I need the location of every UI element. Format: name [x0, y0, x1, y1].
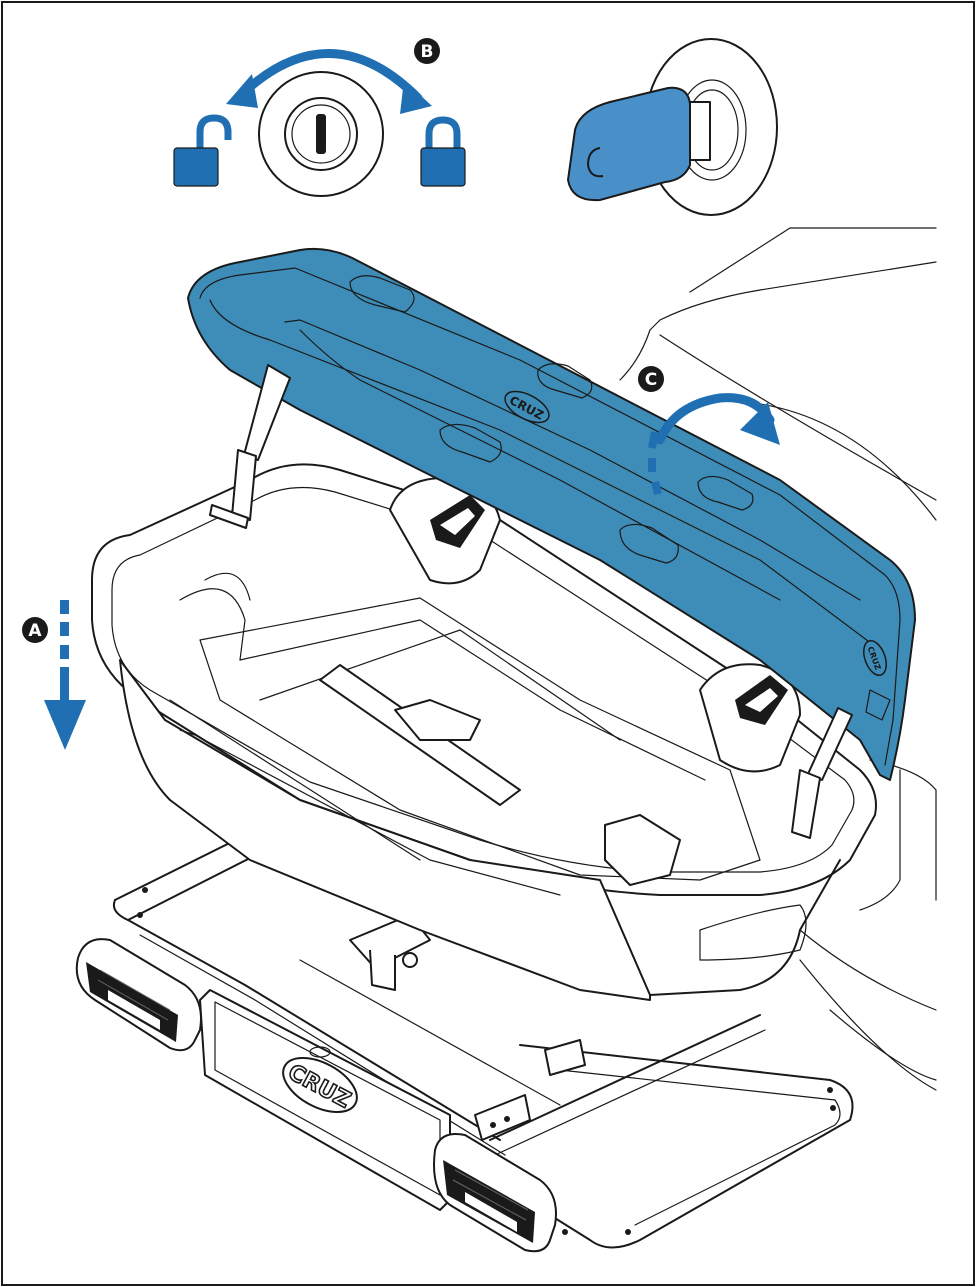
tail-light-left	[75, 938, 202, 1052]
label-b: B	[421, 42, 434, 62]
key-hole	[586, 147, 604, 178]
label-a-badge	[22, 617, 48, 643]
lock-cylinder-inner	[291, 104, 351, 164]
lid-strut-right	[791, 707, 853, 839]
lid-shell	[187, 247, 916, 781]
side-logo-badge	[863, 639, 887, 677]
arrow-head-left-icon	[226, 74, 258, 108]
arrow-head-right-icon	[400, 80, 432, 114]
plate-logo-badge	[282, 1056, 358, 1114]
push-down-arrow-icon	[44, 600, 86, 750]
label-a: A	[28, 621, 42, 641]
license-plate-panel: CRUZ	[199, 989, 451, 1211]
key-insert-detail	[566, 38, 778, 216]
label-c-badge	[638, 366, 664, 392]
lid-strut-left	[209, 364, 291, 529]
latch-right	[735, 675, 788, 725]
label-c: C	[645, 370, 657, 390]
tail-light-right	[433, 1133, 557, 1253]
padlock-closed-icon	[420, 116, 466, 187]
key-blade	[689, 101, 711, 161]
cargo-box-lid: CRUZ CRUZ	[187, 247, 916, 781]
lid-open-arrow-icon	[648, 393, 780, 495]
key-slot	[316, 114, 326, 154]
cargo-box-base	[91, 463, 877, 1001]
lock-rotation-detail: B	[173, 38, 466, 197]
label-b-badge	[414, 38, 440, 64]
carrier-frame	[112, 807, 854, 1249]
latch-left	[430, 495, 485, 548]
padlock-open-icon	[173, 114, 232, 187]
vehicle-rear	[619, 227, 937, 1091]
rotate-arc	[235, 49, 423, 103]
key-head-icon	[566, 86, 691, 202]
lid-logo-badge	[504, 390, 550, 424]
